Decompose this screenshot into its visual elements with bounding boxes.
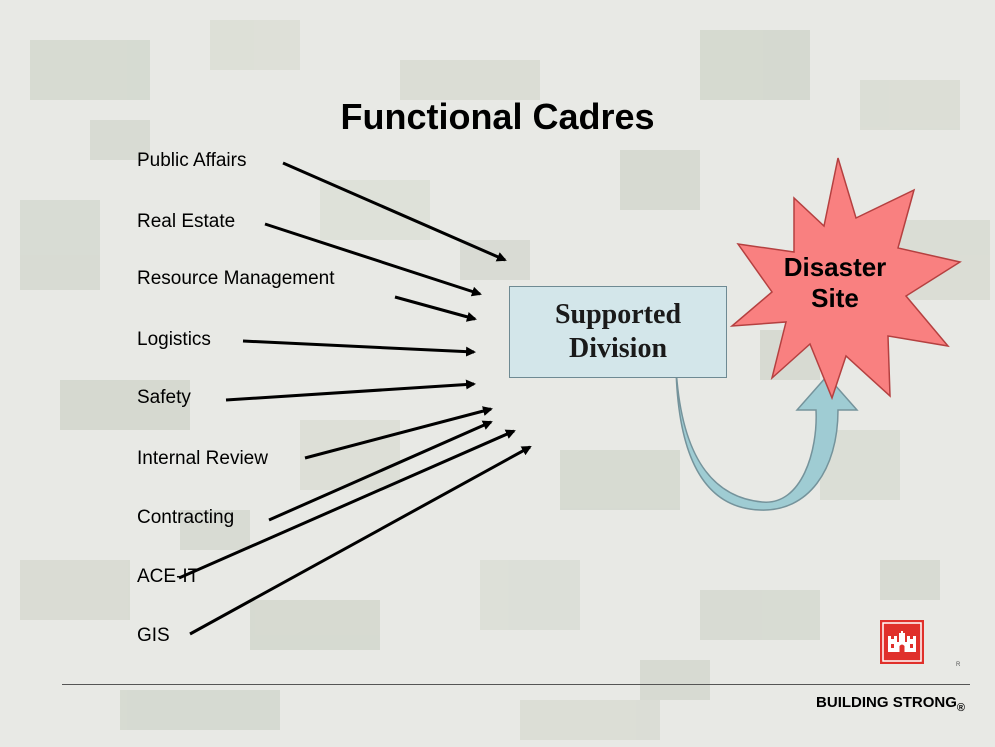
- footer-tagline: BUILDING STRONG®: [816, 694, 965, 714]
- arrow-internal-review: [304, 406, 493, 460]
- site-line-1: Disaster: [783, 252, 887, 282]
- cadre-public-affairs: Public Affairs: [137, 150, 247, 171]
- cadre-gis: GIS: [137, 625, 170, 646]
- tagline-text: BUILDING STRONG: [816, 694, 957, 711]
- supported-division-box: Supported Division: [509, 286, 727, 378]
- castle-logo-icon: [880, 620, 924, 664]
- registered-mark: ®: [956, 702, 965, 714]
- cadre-ace-it: ACE-IT: [137, 566, 200, 587]
- cadre-internal-review: Internal Review: [137, 448, 268, 469]
- arrow-ace-it: [178, 429, 516, 580]
- division-line-1: Supported: [554, 299, 682, 331]
- arrow-public-affairs: [282, 161, 507, 262]
- disaster-site-label: Disaster Site: [760, 252, 910, 314]
- arrow-logistics: [242, 339, 476, 357]
- arrow-real-estate: [264, 222, 482, 297]
- footer-divider: [62, 684, 970, 685]
- cadre-contracting: Contracting: [137, 507, 235, 528]
- cadre-real-estate: Real Estate: [137, 211, 236, 232]
- arrow-safety: [225, 379, 476, 402]
- trademark-mark: R: [956, 662, 961, 668]
- disaster-burst: [729, 157, 962, 401]
- cadre-logistics: Logistics: [137, 329, 211, 350]
- slide-title: Functional Cadres: [340, 96, 655, 137]
- curved-arrow: [675, 367, 859, 511]
- site-line-2: Site: [811, 283, 859, 314]
- arrow-contracting: [268, 420, 493, 522]
- division-line-2: Division: [568, 333, 668, 364]
- arrow-resource-management: [394, 295, 477, 322]
- cadre-resource-management: Resource Management: [137, 268, 335, 289]
- cadre-safety: Safety: [137, 387, 191, 408]
- arrow-gis: [189, 445, 532, 636]
